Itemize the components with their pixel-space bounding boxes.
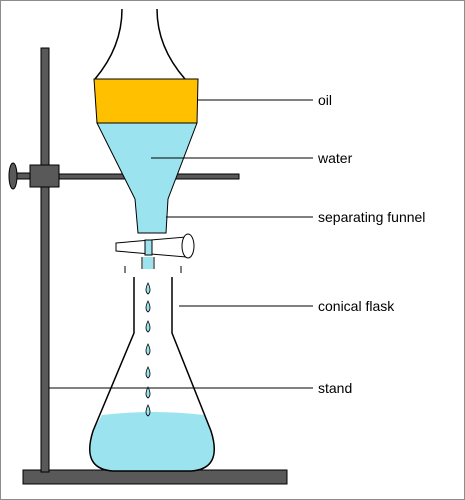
label-water: water (318, 150, 353, 166)
stopcock-bore (144, 239, 153, 256)
label-separating-funnel: separating funnel (318, 209, 426, 225)
droplet (145, 300, 151, 313)
flask-water (89, 412, 215, 471)
stopcock-handle (181, 233, 195, 259)
funnel-neck (94, 8, 186, 80)
funnel-water-layer (96, 122, 198, 234)
funnel-tip (141, 257, 155, 269)
stand-base (22, 469, 288, 485)
funnel-oil-layer (93, 78, 199, 124)
droplet (145, 320, 151, 333)
water-droplets (145, 282, 151, 417)
boss-head (29, 164, 60, 188)
droplet (145, 366, 151, 379)
droplet (145, 386, 151, 399)
droplet (145, 404, 151, 417)
label-stand: stand (318, 380, 353, 396)
label-conical-flask: conical flask (318, 298, 395, 314)
droplet (145, 282, 151, 295)
droplet (145, 343, 151, 356)
label-oil: oil (318, 92, 333, 108)
funnel-tip-water (143, 257, 153, 269)
stand-rod (40, 47, 50, 473)
conical-flask (89, 266, 215, 472)
flask-outline (89, 277, 215, 472)
boss-knob (8, 162, 18, 190)
separating-funnel (93, 8, 199, 269)
leader-lines (49, 99, 313, 389)
